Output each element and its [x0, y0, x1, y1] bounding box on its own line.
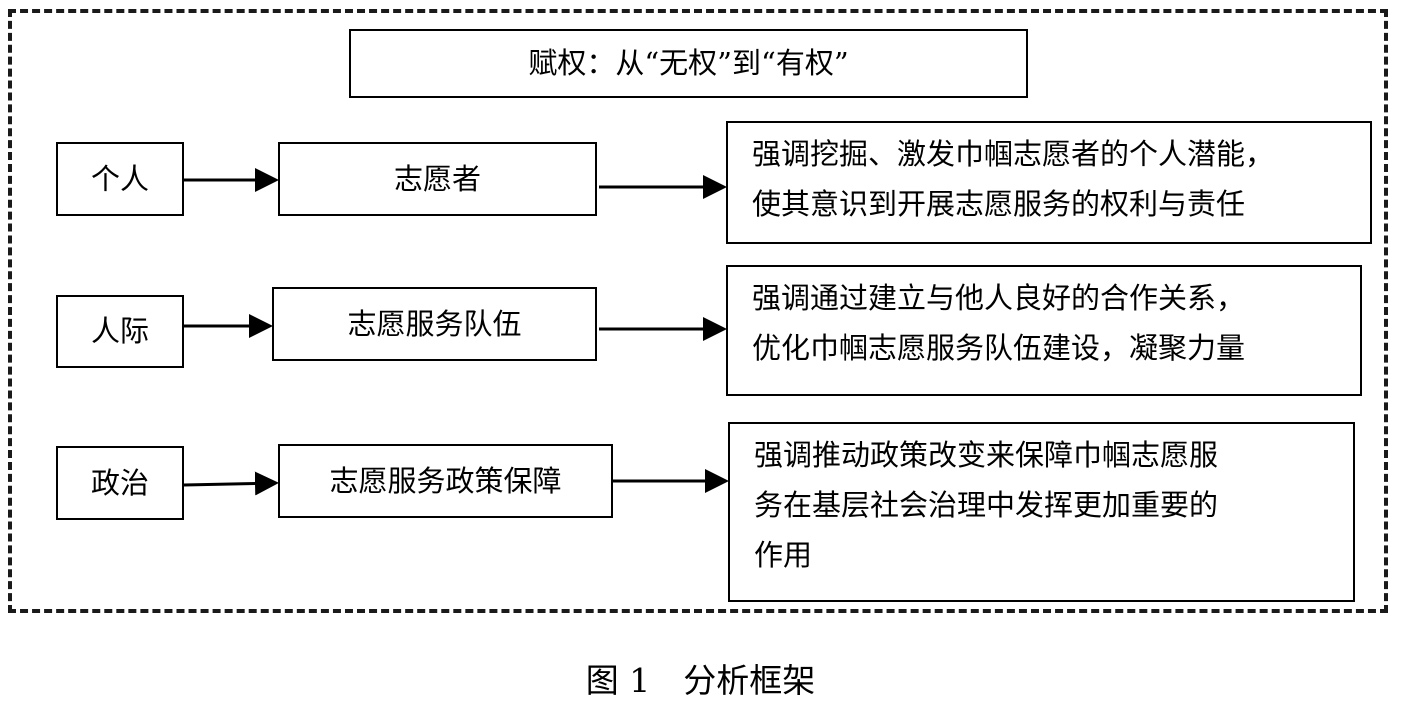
description-line: 强调通过建立与他人良好的合作关系， — [752, 281, 1246, 315]
description-line: 强调推动政策改变来保障巾帼志愿服 — [754, 438, 1219, 472]
subject-label: 志愿服务政策保障 — [329, 463, 562, 498]
framework-border — [8, 9, 1388, 613]
subject-box-volunteer: 志愿者 — [278, 142, 597, 216]
subject-box-volunteer-team: 志愿服务队伍 — [272, 287, 597, 361]
title-text: 赋权：从“无权”到“有权” — [528, 46, 849, 80]
figure-caption: 图 1 分析框架 — [585, 661, 816, 700]
level-box-interpersonal: 人际 — [56, 295, 184, 368]
description-line: 优化巾帼志愿服务队伍建设，凝聚力量 — [752, 331, 1246, 365]
level-label: 个人 — [90, 161, 149, 196]
description-line: 使其意识到开展志愿服务的权利与责任 — [752, 187, 1246, 221]
subject-label: 志愿者 — [393, 161, 481, 196]
title-box: 赋权：从“无权”到“有权” — [349, 29, 1028, 98]
description-line: 作用 — [754, 538, 813, 572]
description-box-interpersonal: 强调通过建立与他人良好的合作关系， 优化巾帼志愿服务队伍建设，凝聚力量 — [726, 265, 1362, 396]
description-line: 务在基层社会治理中发挥更加重要的 — [754, 488, 1219, 522]
subject-box-policy-support: 志愿服务政策保障 — [278, 444, 613, 518]
subject-label: 志愿服务队伍 — [347, 306, 522, 341]
level-label: 政治 — [90, 465, 149, 500]
level-label: 人际 — [90, 314, 149, 348]
description-box-political: 强调推动政策改变来保障巾帼志愿服 务在基层社会治理中发挥更加重要的 作用 — [728, 422, 1355, 602]
arrow-political-to-policy — [183, 471, 279, 496]
level-box-individual: 个人 — [56, 142, 184, 216]
description-line: 强调挖掘、激发巾帼志愿者的个人潜能， — [752, 137, 1275, 171]
description-box-individual: 强调挖掘、激发巾帼志愿者的个人潜能， 使其意识到开展志愿服务的权利与责任 — [726, 121, 1372, 244]
level-box-political: 政治 — [56, 446, 184, 520]
